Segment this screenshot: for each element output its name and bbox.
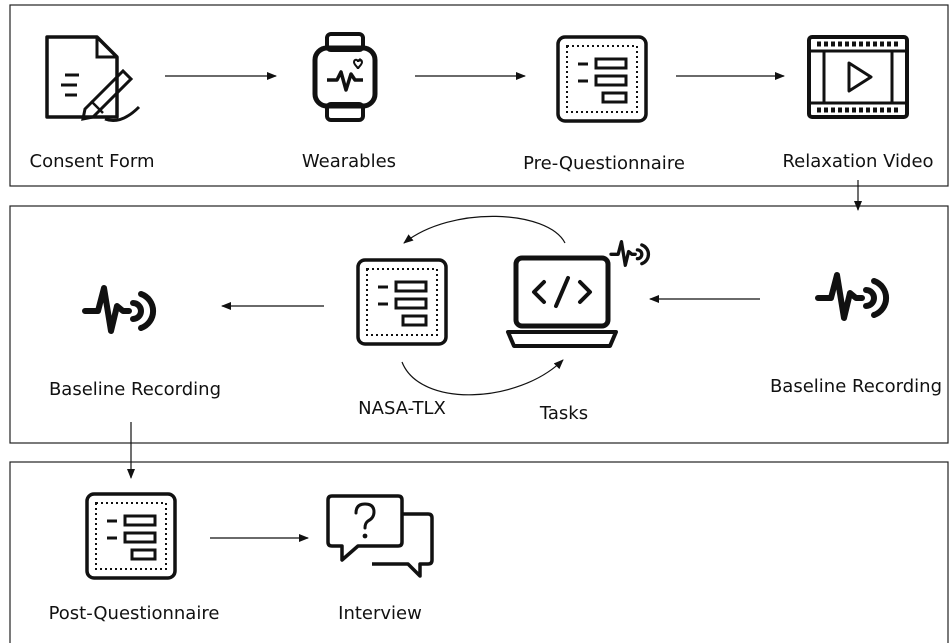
biosignal-icon [85,288,153,331]
arrow-tasks-to-nasa [403,215,566,244]
smartwatch-icon [312,32,378,122]
stage-2-box [9,205,949,444]
film-play-icon [807,35,909,119]
questionnaire-icon [356,258,448,346]
biosignal-icon [609,239,651,267]
stage-1-box [9,4,949,187]
stage-3-box [9,461,949,643]
baseline-recording-right-label: Baseline Recording [770,376,942,397]
consent-form-label: Consent Form [30,151,155,172]
prequestionnaire-label: Pre-Questionnaire [523,153,685,174]
questionnaire-icon [556,35,648,123]
document-signature-icon [45,35,141,122]
arrow-nasa-to-tasks [401,359,564,396]
postquestionnaire-label: Post-Questionnaire [49,603,220,624]
nasa-tlx-label: NASA-TLX [358,398,446,419]
relaxation-video-label: Relaxation Video [782,151,933,172]
tasks-label: Tasks [539,403,588,424]
baseline-recording-left-label: Baseline Recording [49,379,221,400]
wearables-label: Wearables [302,151,396,172]
interview-label: Interview [338,603,422,624]
questionnaire-icon [85,492,177,580]
speech-bubbles-question-icon [326,494,434,578]
biosignal-icon [818,275,886,318]
laptop-code-icon [506,255,618,348]
